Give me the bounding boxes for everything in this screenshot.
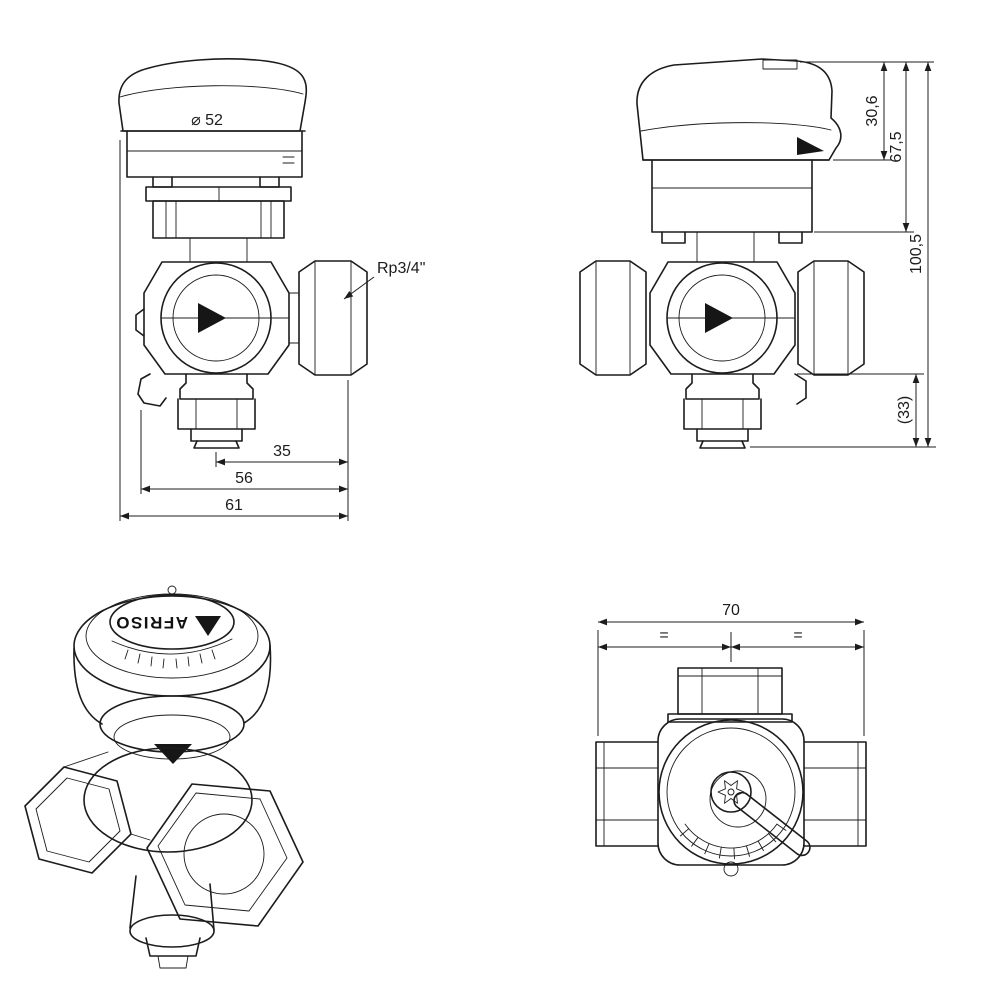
left-hex-fitting bbox=[24, 751, 151, 874]
position-pointer bbox=[154, 744, 192, 764]
valve-body-side bbox=[649, 261, 807, 405]
dimension-equal-left: = bbox=[598, 627, 731, 651]
right-bracket-side bbox=[794, 373, 807, 405]
dimension-67-5: 67,5 bbox=[888, 62, 910, 232]
cam-circle bbox=[709, 770, 767, 828]
bottom-screw bbox=[723, 861, 739, 877]
spindle-circle bbox=[710, 771, 752, 813]
actuator-cap-outline bbox=[118, 58, 308, 132]
flow-direction-pointer bbox=[198, 303, 226, 333]
dim-70-label: 70 bbox=[722, 602, 740, 619]
dimension-61: 61 bbox=[120, 497, 348, 520]
dim-equal-left-label: = bbox=[659, 627, 668, 644]
thread-callout: Rp3/4" bbox=[343, 260, 425, 300]
actuator-skirt-side bbox=[651, 159, 813, 263]
left-bracket-upper bbox=[135, 308, 145, 337]
bottom-port-perspective bbox=[129, 875, 215, 969]
position-scale bbox=[679, 823, 787, 860]
dim-30-6-label: 30,6 bbox=[864, 95, 881, 126]
right-union-nut-side bbox=[797, 260, 865, 376]
actuator-skirt bbox=[126, 130, 303, 188]
dimension-30-6: 30,6 bbox=[864, 62, 888, 160]
right-union-nut bbox=[288, 260, 368, 376]
front-view: ⌀ 52 bbox=[118, 58, 425, 521]
knob-body bbox=[73, 644, 272, 764]
dial-scale bbox=[111, 638, 233, 669]
flow-direction-pointer-side bbox=[705, 303, 733, 333]
dimension-equal-right: = bbox=[731, 627, 864, 651]
cap-top-detail bbox=[762, 59, 798, 70]
mechanism bbox=[679, 770, 811, 860]
dim-35-label: 35 bbox=[273, 443, 291, 460]
dimension-56: 56 bbox=[141, 470, 348, 493]
left-hex-top bbox=[595, 741, 659, 847]
front-extension-lines bbox=[119, 140, 349, 521]
dim-33-label: (33) bbox=[896, 396, 913, 424]
perspective-view: AFRISO bbox=[24, 585, 304, 969]
dim-diameter-label: ⌀ 52 bbox=[191, 112, 223, 129]
dim-100-5-label: 100,5 bbox=[908, 234, 925, 274]
top-pipe bbox=[667, 667, 793, 723]
bottom-port-side bbox=[683, 373, 762, 449]
brand-triangle-icon bbox=[195, 616, 221, 636]
actuator-cap-side bbox=[636, 58, 842, 161]
knob-top: AFRISO bbox=[73, 585, 271, 697]
brand-logo-group: AFRISO bbox=[115, 613, 221, 636]
knob-top-dot bbox=[167, 585, 177, 595]
brand-logo-text: AFRISO bbox=[115, 613, 188, 632]
cap-clip-wedge bbox=[797, 137, 824, 155]
side-extension-lines bbox=[750, 61, 936, 448]
actuator-cap-seam bbox=[119, 85, 304, 98]
dimension-33: (33) bbox=[896, 374, 920, 447]
right-hex-fitting bbox=[146, 783, 304, 927]
dimension-70: 70 bbox=[598, 602, 864, 626]
left-bracket-lower bbox=[137, 373, 167, 407]
dim-56-label: 56 bbox=[235, 470, 253, 487]
valve-body-top bbox=[657, 718, 805, 877]
dim-67-5-label: 67,5 bbox=[888, 131, 905, 162]
left-union-nut-side bbox=[579, 260, 647, 376]
dimension-35: 35 bbox=[216, 443, 348, 466]
adapter-section bbox=[145, 186, 292, 263]
lever-handle bbox=[733, 791, 811, 857]
valve-body-front bbox=[135, 261, 290, 407]
dim-equal-right-label: = bbox=[793, 627, 802, 644]
side-view: 30,6 67,5 100,5 (33) bbox=[579, 58, 936, 449]
dimension-100-5: 100,5 bbox=[908, 62, 932, 447]
dim-61-label: 61 bbox=[225, 497, 243, 514]
bottom-port-front bbox=[177, 373, 256, 449]
right-hex-top bbox=[803, 741, 867, 847]
top-view: 70 = = bbox=[595, 602, 867, 877]
valve-body-perspective bbox=[24, 747, 304, 969]
cap-seam-side bbox=[640, 122, 832, 132]
torx-screw-icon bbox=[717, 780, 745, 804]
thread-label: Rp3/4" bbox=[377, 260, 425, 277]
